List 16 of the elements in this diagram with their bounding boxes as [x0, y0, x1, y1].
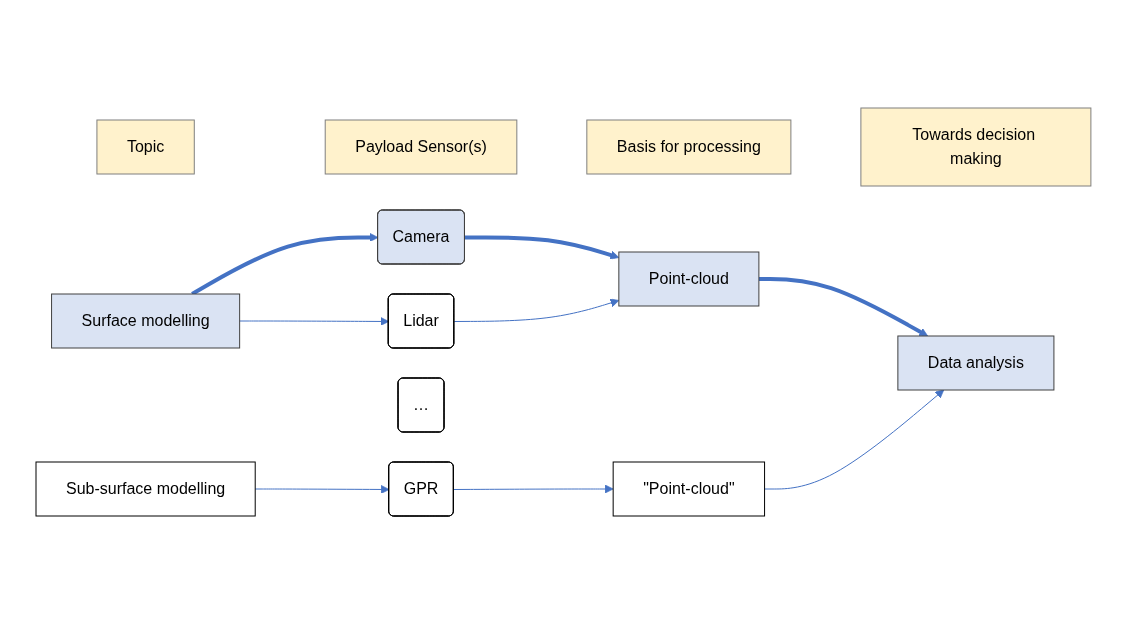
node-box: Surface modelling — [51, 293, 241, 348]
node-box: Topic — [96, 119, 195, 174]
node-box: Data analysis — [897, 335, 1055, 390]
node-box: Point-cloud — [618, 251, 760, 306]
arrow — [758, 276, 929, 336]
arrow — [465, 234, 620, 259]
arrow — [239, 316, 390, 326]
arrow — [453, 484, 614, 493]
node-box: Towards decision making — [860, 107, 1092, 186]
node-box: Payload Sensor(s) — [324, 119, 518, 174]
node-box: Basis for processing — [586, 119, 792, 174]
node-box: "Point-cloud" — [612, 461, 766, 516]
arrow — [764, 389, 945, 489]
node-box: Sub-surface modelling — [35, 461, 256, 516]
arrow — [254, 484, 390, 494]
arrow — [453, 298, 620, 322]
